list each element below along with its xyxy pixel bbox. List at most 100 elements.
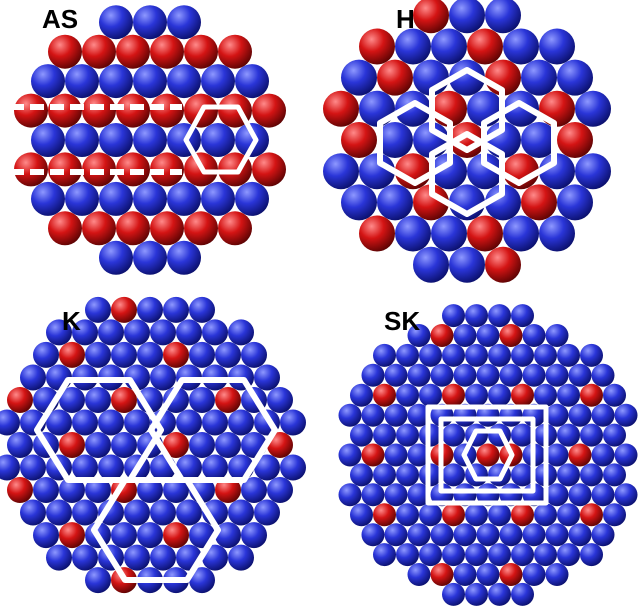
blue-sphere [338, 443, 362, 467]
blue-sphere [545, 443, 569, 467]
blue-sphere [85, 296, 111, 323]
blue-sphere [476, 523, 500, 547]
blue-sphere [133, 123, 167, 157]
blue-sphere [396, 543, 419, 567]
blue-sphere [591, 443, 615, 467]
blue-sphere [235, 181, 269, 216]
blue-sphere [150, 319, 176, 346]
blue-sphere [545, 563, 569, 586]
blue-sphere [280, 409, 306, 436]
blue-sphere [241, 477, 267, 503]
blue-sphere [591, 483, 615, 507]
blue-sphere [488, 343, 511, 367]
blue-sphere [396, 343, 419, 367]
blue-sphere [568, 403, 592, 427]
red-sphere [442, 503, 465, 527]
blue-sphere [72, 499, 98, 526]
blue-sphere [467, 153, 503, 190]
overlay-sk [425, 404, 549, 506]
red-sphere [359, 215, 395, 252]
red-sphere [373, 503, 396, 527]
blue-sphere [431, 153, 467, 190]
red-sphere [59, 341, 85, 368]
blue-sphere [488, 543, 511, 567]
blue-sphere [488, 503, 511, 527]
blue-sphere [522, 523, 546, 547]
red-sphere [252, 152, 286, 187]
blue-sphere [396, 423, 419, 447]
blue-sphere [511, 543, 534, 567]
blue-sphere [72, 454, 98, 481]
blue-sphere [228, 544, 254, 571]
blue-sphere [442, 582, 465, 606]
blue-sphere [350, 463, 373, 487]
blue-sphere [46, 544, 72, 571]
blue-sphere [85, 432, 111, 458]
blue-sphere [150, 364, 176, 391]
blue-sphere [557, 503, 580, 527]
blue-sphere [254, 499, 280, 526]
blue-sphere [407, 563, 431, 586]
red-sphere [116, 34, 150, 69]
sphere-cluster-k [0, 296, 306, 594]
blue-sphere [99, 181, 133, 216]
red-sphere [48, 93, 82, 128]
panel-label-as: AS [42, 4, 78, 34]
square-outline [425, 404, 549, 506]
red-sphere [111, 387, 137, 413]
blue-sphere [163, 387, 189, 413]
blue-sphere [580, 423, 603, 447]
blue-sphere [167, 240, 201, 275]
blue-sphere [503, 90, 539, 127]
red-sphere [150, 211, 184, 246]
blue-sphere [431, 215, 467, 252]
red-sphere [568, 443, 592, 467]
red-sphere [150, 93, 184, 128]
blue-sphere [384, 403, 408, 427]
blue-sphere [33, 522, 59, 549]
blue-sphere [350, 503, 373, 527]
blue-sphere [557, 343, 580, 367]
blue-sphere [202, 544, 228, 571]
blue-sphere [150, 499, 176, 526]
blue-sphere [163, 477, 189, 503]
blue-sphere [59, 477, 85, 503]
blue-sphere [202, 454, 228, 481]
blue-sphere [189, 296, 215, 323]
blue-sphere [522, 324, 546, 347]
red-sphere [116, 93, 150, 128]
blue-sphere [33, 477, 59, 503]
blue-sphere [124, 409, 150, 436]
blue-sphere [521, 122, 557, 158]
hexagon-outline [91, 477, 221, 583]
blue-sphere [539, 28, 575, 65]
blue-sphere [430, 523, 454, 547]
red-sphere [218, 211, 252, 246]
blue-sphere [350, 383, 373, 407]
blue-sphere [228, 409, 254, 436]
blue-sphere [377, 184, 413, 221]
blue-sphere [228, 499, 254, 526]
blue-sphere [465, 304, 488, 328]
blue-sphere [124, 544, 150, 571]
blue-sphere [137, 296, 163, 323]
red-sphere [442, 383, 465, 407]
panel-k: K [0, 296, 306, 594]
blue-sphere [46, 319, 72, 346]
blue-sphere [407, 483, 431, 507]
red-sphere [163, 522, 189, 549]
blue-sphere [98, 409, 124, 436]
blue-sphere [99, 123, 133, 157]
red-sphere [476, 443, 500, 467]
blue-sphere [442, 463, 465, 487]
blue-sphere [465, 582, 488, 606]
blue-sphere [235, 123, 269, 157]
blue-sphere [545, 403, 569, 427]
blue-sphere [338, 483, 362, 507]
red-sphere [7, 387, 33, 413]
blue-sphere [167, 181, 201, 216]
blue-sphere [33, 341, 59, 368]
red-sphere [215, 387, 241, 413]
blue-sphere [124, 499, 150, 526]
